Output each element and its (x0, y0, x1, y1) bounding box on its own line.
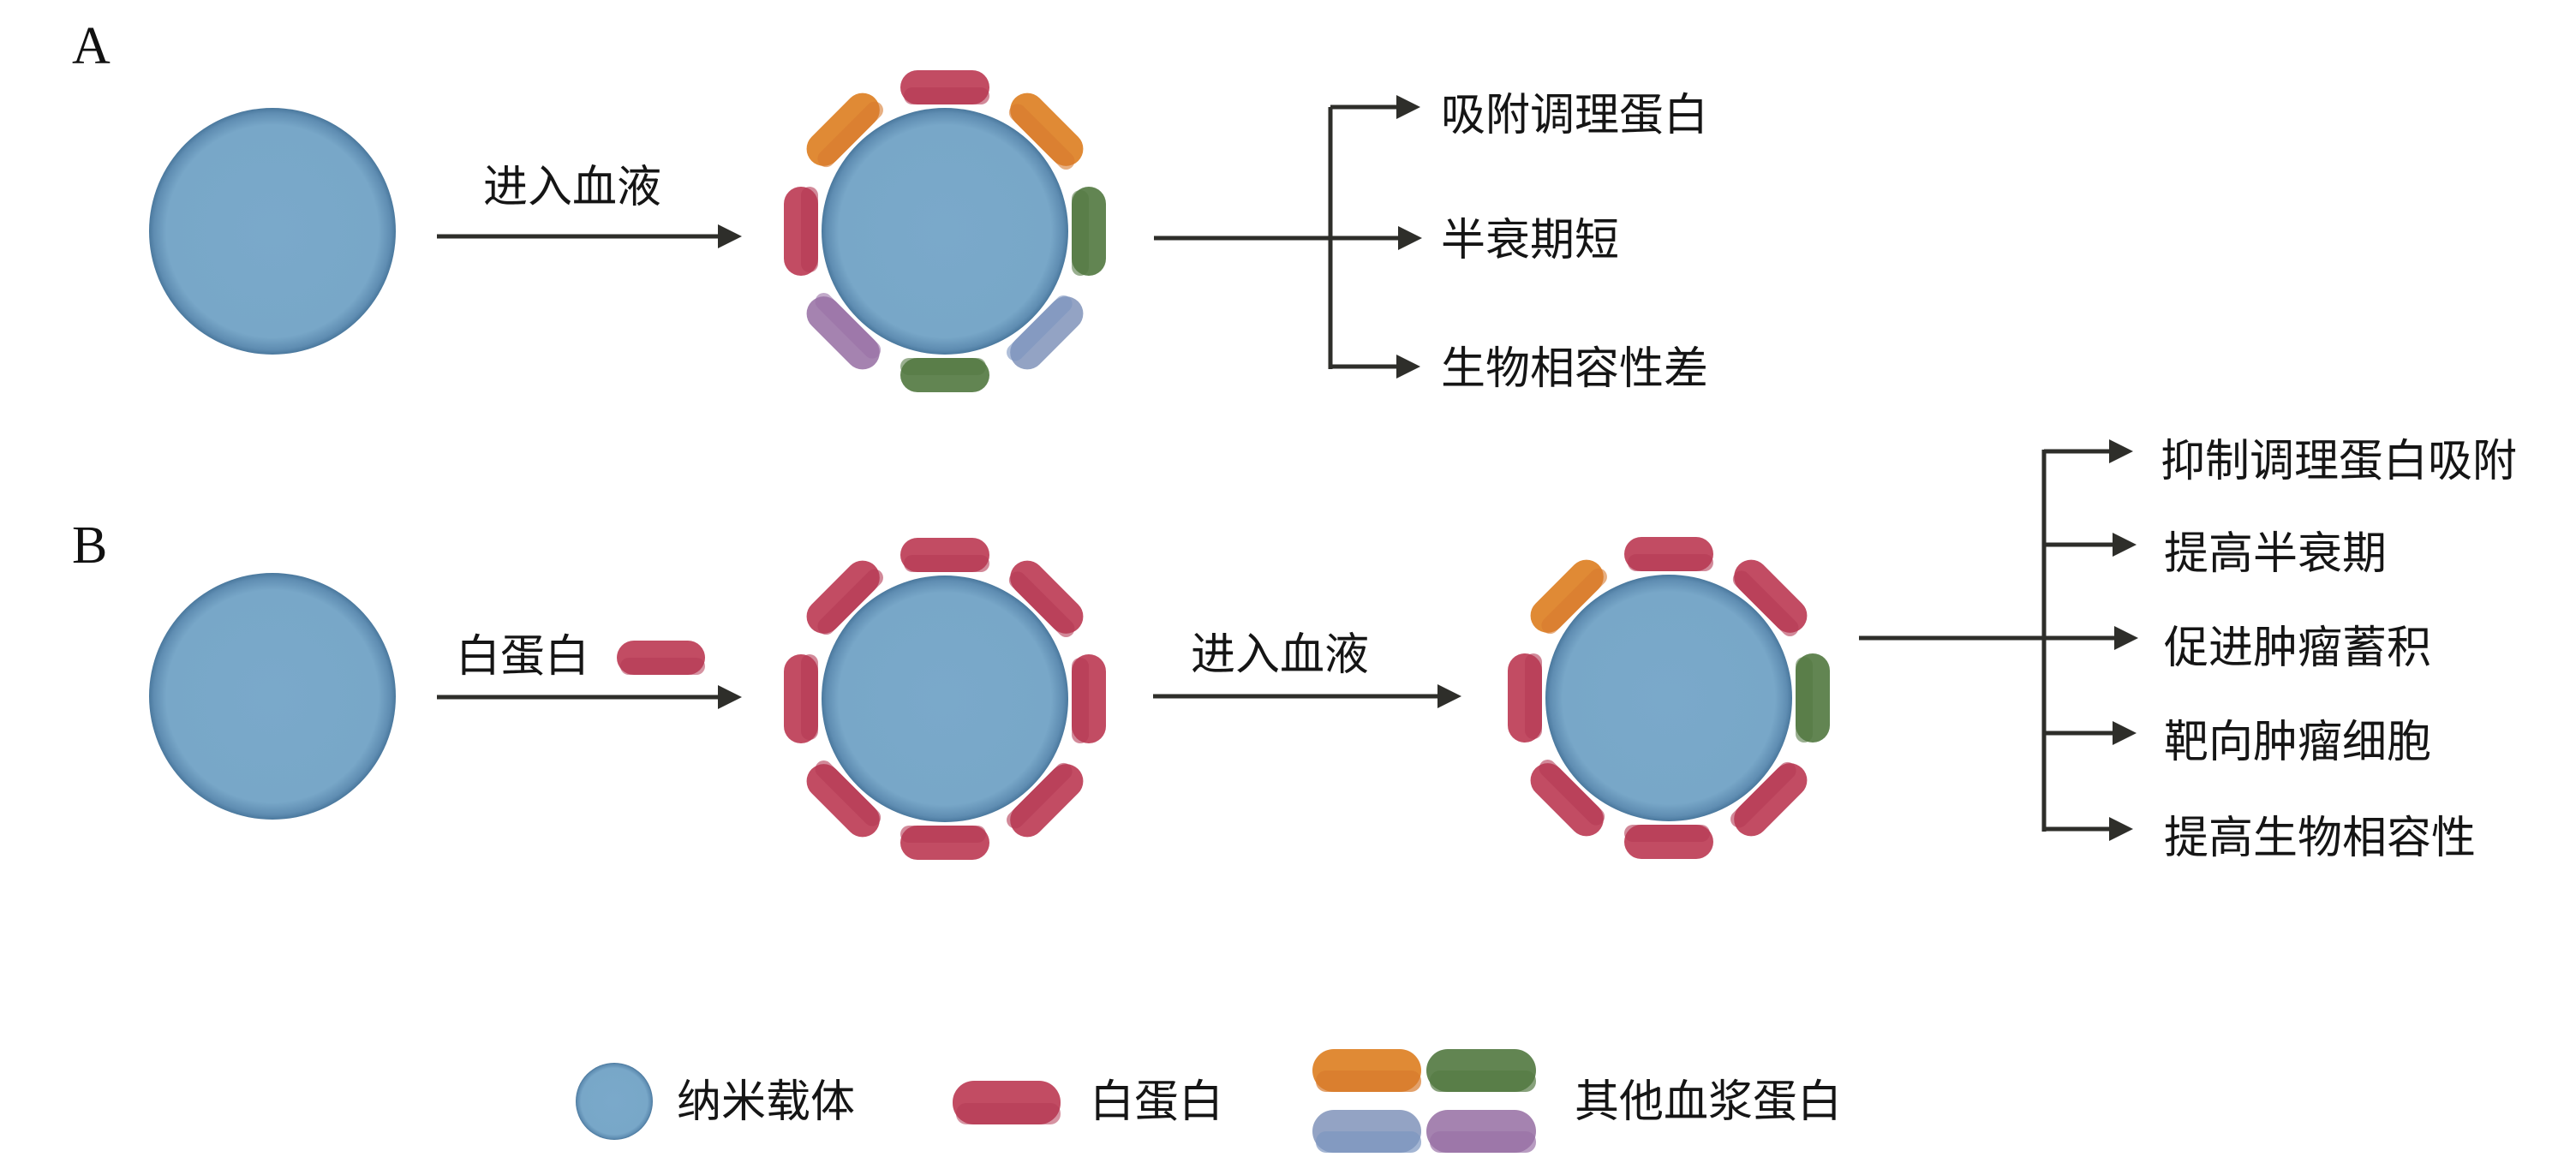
corona-b-blood-pill-other-green (1796, 653, 1830, 743)
legend-albumin-icon (953, 1081, 1061, 1124)
corona-b-blood-pill-albumin (1530, 760, 1605, 837)
corona-b-albumin-pill-albumin (900, 538, 989, 572)
corona-b-albumin-pill-albumin (784, 654, 818, 743)
arrow-label-b-enter-blood: 进入血液 (1191, 629, 1369, 681)
branch-a (1154, 95, 1422, 379)
corona-a-pill-other-blue (1007, 295, 1084, 370)
corona-a-pill-albumin (784, 187, 818, 276)
panel-a: 进入血液 吸附调理蛋白 半衰期短 生物相容性差 (149, 70, 1708, 395)
panel-b: 白蛋白 进入血液 抑制调理蛋白吸附 提高半衰期 促 (149, 436, 2517, 864)
legend-albumin-label: 白蛋白 (1090, 1076, 1223, 1128)
branch-b-arrowhead-1 (2109, 439, 2133, 463)
legend-nanocarrier-label: 纳米载体 (677, 1076, 855, 1128)
arrow-label-a-enter-blood: 进入血液 (483, 162, 661, 213)
nanocarrier-a-initial (149, 108, 396, 355)
outcome-a-2: 半衰期短 (1441, 215, 1619, 266)
corona-b-blood-pill-albumin (1732, 559, 1808, 636)
branch-a-arrowhead-3 (1396, 355, 1420, 379)
branch-a-arrowhead-1 (1396, 95, 1420, 119)
albumin-corona-b (784, 538, 1106, 860)
panel-label-a: A (72, 17, 111, 75)
corona-b-albumin-pill-albumin (1072, 654, 1106, 743)
corona-b-albumin-pill-albumin (806, 560, 883, 635)
nanocarrier-b-in-blood (1545, 575, 1792, 821)
corona-a-pill-other-green (1072, 187, 1106, 276)
corona-b-albumin-pill-albumin (806, 760, 882, 838)
outcome-b-1: 抑制调理蛋白吸附 (2161, 436, 2517, 487)
legend-nanocarrier-icon (576, 1063, 653, 1140)
nanocarrier-a-in-blood (822, 108, 1068, 355)
outcome-b-3: 促进肿瘤蓄积 (2164, 623, 2431, 674)
corona-b-blood-pill-albumin (1730, 761, 1808, 837)
nanocarrier-b-albumin-coated (822, 576, 1068, 822)
corona-a-pill-other-purple (806, 293, 882, 370)
branch-a-arrowhead-2 (1398, 226, 1422, 250)
corona-b-albumin-pill-albumin (900, 826, 989, 860)
corona-b-blood-pill-albumin (1624, 537, 1713, 571)
branch-b-arrowhead-4 (2113, 721, 2137, 745)
legend-other-proteins-label: 其他血浆蛋白 (1575, 1076, 1842, 1128)
arrow-label-b-albumin: 白蛋白 (456, 631, 589, 683)
branch-b-arrowhead-2 (2113, 533, 2137, 557)
legend-blue-protein-icon (1312, 1110, 1421, 1153)
arrow-b-albumin (437, 685, 742, 709)
branch-b (1859, 439, 2138, 841)
corona-b-albumin-pill-albumin (1008, 560, 1084, 637)
arrow-a-enter-blood (437, 224, 742, 248)
corona-b-albumin-pill-albumin (1007, 762, 1084, 838)
corona-a-pill-other-orange (806, 92, 883, 168)
corona-b-blood-pill-albumin (1508, 653, 1542, 743)
corona-a-pill-other-orange (1008, 92, 1084, 170)
nanocarrier-b-initial (149, 573, 396, 820)
panel-label-b: B (72, 516, 107, 575)
legend-green-protein-icon (1426, 1049, 1536, 1092)
branch-b-arrowhead-3 (2114, 626, 2138, 650)
outcome-a-1: 吸附调理蛋白 (1441, 90, 1708, 141)
outcome-b-2: 提高半衰期 (2164, 528, 2387, 580)
legend-orange-protein-icon (1312, 1049, 1421, 1092)
arrow-b-enter-blood (1153, 684, 1461, 708)
protein-corona-b-in-blood (1508, 537, 1830, 859)
branch-b-arrowhead-5 (2109, 817, 2133, 841)
outcome-b-5: 提高生物相容性 (2164, 813, 2476, 864)
corona-b-blood-pill-albumin (1624, 825, 1713, 859)
albumin-icon (617, 641, 705, 675)
corona-b-blood-pill-other-orange (1530, 559, 1607, 635)
outcome-b-4: 靶向肿瘤细胞 (2164, 717, 2431, 768)
outcome-a-3: 生物相容性差 (1441, 343, 1708, 395)
legend-other-proteins-icon (1312, 1049, 1536, 1153)
legend: 纳米载体 白蛋白 其他血浆蛋白 (576, 1049, 1842, 1153)
corona-a-pill-albumin (900, 70, 989, 104)
legend-purple-protein-icon (1426, 1110, 1536, 1153)
corona-a-pill-other-green (900, 358, 989, 392)
protein-corona-a (784, 70, 1106, 392)
